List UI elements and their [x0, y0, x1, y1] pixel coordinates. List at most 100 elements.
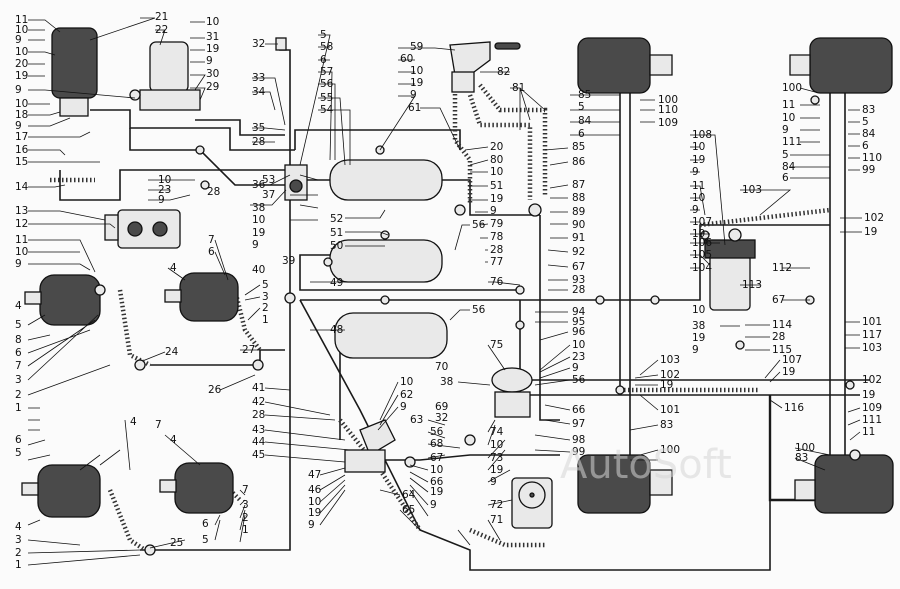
air-dryer-21	[51, 27, 98, 117]
callout-c23a: 23	[158, 184, 171, 196]
callout-c51b: 51	[330, 227, 343, 239]
callout-c10j: 10	[692, 192, 705, 204]
callout-c17: 17	[15, 131, 28, 143]
callout-c100a: 100	[658, 94, 678, 106]
callout-c95: 95	[572, 316, 585, 328]
callout-c108: 108	[692, 129, 712, 141]
moisture-separator-22	[129, 41, 201, 111]
callout-c88: 88	[572, 192, 585, 204]
callout-c102a: 102	[864, 212, 884, 224]
callout-c11d: 11	[862, 426, 875, 438]
callout-c5g: 5	[202, 534, 209, 546]
callout-c9l: 9	[782, 124, 789, 136]
callout-c10f: 10	[252, 214, 265, 226]
callout-c62: 62	[400, 389, 413, 401]
callout-c96: 96	[572, 326, 586, 338]
callout-c3b: 3	[262, 291, 269, 303]
callout-c19i: 19	[864, 226, 877, 238]
callout-c11e: 11	[15, 234, 28, 246]
callout-c2c: 2	[15, 547, 22, 559]
right-horizontal	[600, 224, 830, 301]
callout-c41: 41	[252, 382, 265, 394]
callout-c9j: 9	[692, 204, 699, 216]
brake-valve-43	[344, 419, 396, 473]
callout-c76: 76	[490, 276, 504, 288]
callout-c71: 71	[490, 514, 503, 526]
brake-chamber-rear-left	[21, 464, 101, 518]
callout-c86: 86	[572, 156, 586, 168]
callout-c32: 32	[252, 38, 265, 50]
callout-c9q: 9	[572, 362, 579, 374]
callout-c10k: 10	[692, 304, 705, 316]
callout-c1b: 1	[262, 314, 269, 326]
callout-c7b: 7	[208, 234, 215, 246]
callout-c28a: 28	[252, 136, 265, 148]
callout-c19h: 19	[692, 332, 705, 344]
callout-c31: 31	[206, 31, 219, 43]
pressure-regulator-37	[284, 164, 308, 201]
callout-c67a: 67	[572, 261, 585, 273]
callout-c6g: 6	[202, 518, 209, 530]
callout-c54: 54	[320, 104, 334, 116]
callout-c87: 87	[572, 179, 585, 191]
callout-c80: 80	[490, 154, 503, 166]
callout-c107a: 107	[692, 216, 712, 228]
callout-c100d: 100	[660, 444, 680, 456]
callout-c49: 49	[330, 277, 343, 289]
callout-c4c: 4	[170, 434, 177, 446]
callout-c20b: 20	[490, 141, 503, 153]
callout-c38b: 38	[692, 320, 705, 332]
callout-c10q: 10	[572, 339, 585, 351]
callout-c6c: 6	[782, 172, 789, 184]
callout-c24: 24	[165, 346, 179, 358]
callout-c42: 42	[252, 396, 265, 408]
callout-c53: 53	[262, 174, 275, 186]
rear-axle-line	[140, 385, 291, 551]
callout-c114: 114	[772, 319, 792, 331]
callout-c98: 98	[572, 434, 585, 446]
callout-c8: 8	[15, 334, 22, 346]
callout-c66b: 66	[572, 404, 586, 416]
callout-c11b: 11	[692, 180, 705, 192]
callout-c38a: 38	[252, 202, 265, 214]
callout-c85b: 85	[572, 141, 585, 153]
callout-c83b: 83	[795, 452, 808, 464]
callout-c2b: 2	[262, 302, 269, 314]
callout-c73: 73	[490, 452, 503, 464]
callout-c9g: 9	[410, 89, 417, 101]
callout-c19e: 19	[490, 193, 503, 205]
gauge-72	[511, 477, 553, 529]
hose-103	[699, 207, 831, 228]
callout-c18: 18	[15, 109, 28, 121]
callout-c19o: 19	[490, 464, 503, 476]
callout-c3d: 3	[242, 499, 249, 511]
callout-c9k: 9	[692, 344, 699, 356]
callout-c40: 40	[252, 264, 265, 276]
callout-c19f: 19	[692, 154, 705, 166]
callout-c2d: 2	[242, 512, 249, 524]
callout-c109a: 109	[658, 117, 678, 129]
hose-gauge	[469, 527, 545, 548]
callout-c5f: 5	[262, 279, 269, 291]
callout-c7d: 7	[242, 484, 249, 496]
callout-c56b: 56	[472, 219, 486, 231]
callout-c19g: 19	[692, 228, 705, 240]
callout-c67b: 67	[772, 294, 785, 306]
callout-c103a: 103	[742, 184, 762, 196]
callout-c10r: 10	[490, 439, 503, 451]
callout-c84c: 84	[862, 128, 876, 140]
callout-c5d: 5	[862, 116, 869, 128]
callout-c9a: 9	[15, 34, 22, 46]
callout-c101a: 101	[862, 316, 882, 328]
callout-c68: 68	[430, 438, 443, 450]
callout-c104: 104	[692, 262, 712, 274]
callout-c10m: 10	[15, 246, 28, 258]
compressor-line	[59, 169, 295, 201]
callout-c6a: 6	[320, 54, 327, 66]
hose-rear-left	[107, 489, 147, 552]
callout-c5e: 5	[15, 319, 22, 331]
brake-chamber-rear-mid	[159, 462, 234, 514]
parking-brake-valve-59	[449, 41, 521, 93]
callout-c6h: 6	[15, 434, 22, 446]
callout-c92: 92	[572, 246, 585, 258]
